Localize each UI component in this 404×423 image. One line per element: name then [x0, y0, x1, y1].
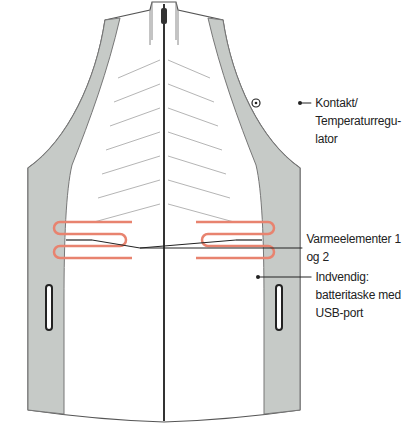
leader-line — [140, 248, 302, 249]
side-panel-left — [28, 18, 120, 414]
leader-line — [258, 277, 311, 278]
vest-body — [28, 2, 300, 422]
leader-line — [140, 240, 236, 248]
switch-icon-dot — [255, 102, 258, 105]
leader-dot — [298, 101, 302, 105]
zipper — [163, 4, 165, 421]
leader-line — [92, 240, 140, 248]
callout-label: Indvendig: batteritaske med USB-port — [315, 268, 404, 322]
pocket-zip-right — [276, 285, 282, 330]
leader-dot — [256, 275, 260, 279]
switch-icon — [252, 99, 260, 107]
pocket-zip-left — [46, 285, 52, 330]
element-wire-1 — [66, 239, 92, 240]
side-panel-right — [208, 18, 300, 414]
callout-label: Kontakt/ Temperaturregu- lator — [315, 94, 401, 148]
element-wire-2 — [236, 239, 262, 240]
callout-label: Varmeelementer 1 og 2 — [306, 230, 404, 266]
zipper-pull — [161, 8, 167, 24]
